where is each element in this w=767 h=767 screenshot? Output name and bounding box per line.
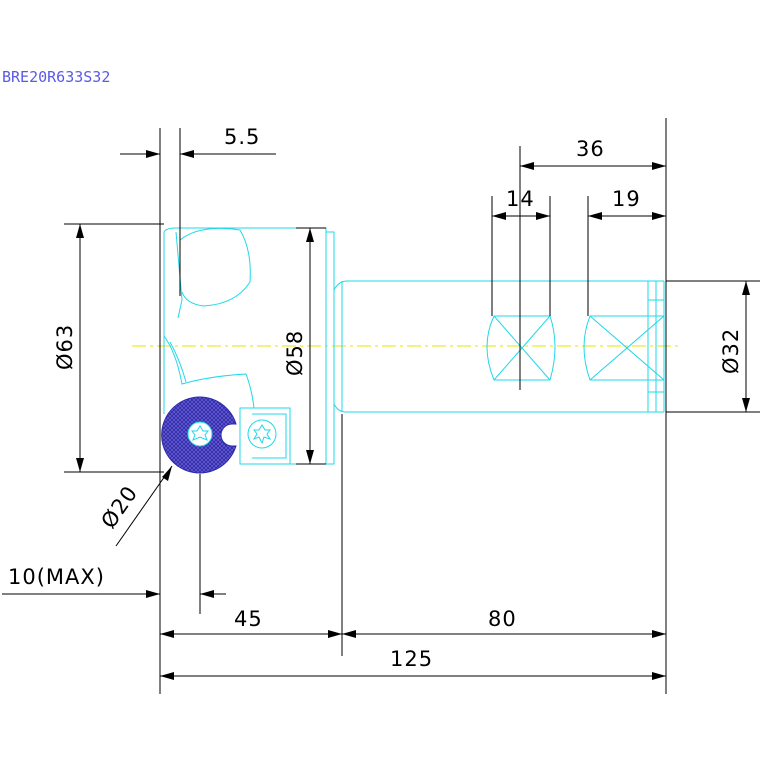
dim-shank-diameter: Ø32: [719, 328, 743, 374]
cutter-body: [163, 227, 665, 465]
dim-cutter-diameter: Ø63: [53, 324, 77, 370]
dim-head-length: 45: [234, 607, 263, 631]
dim-shank-length: 80: [488, 607, 517, 631]
dim-pocket-b: 19: [612, 187, 641, 211]
dim-pocket-a: 14: [506, 187, 535, 211]
shank-flat-a: [486, 315, 556, 381]
round-insert: [161, 396, 237, 474]
clamp-screw: [247, 419, 277, 449]
dim-body-diameter: Ø58: [283, 330, 307, 376]
shank-flat-b: [583, 315, 665, 381]
dim-insert-diameter: Ø20: [96, 481, 142, 533]
dim-flange-offset: 5.5: [224, 125, 260, 149]
dim-pocket-span: 36: [576, 137, 605, 161]
dim-depth-of-cut: 10(MAX): [8, 565, 105, 589]
dim-overall-length: 125: [390, 647, 433, 671]
drawing-title: BRE20R633S32: [2, 68, 110, 86]
